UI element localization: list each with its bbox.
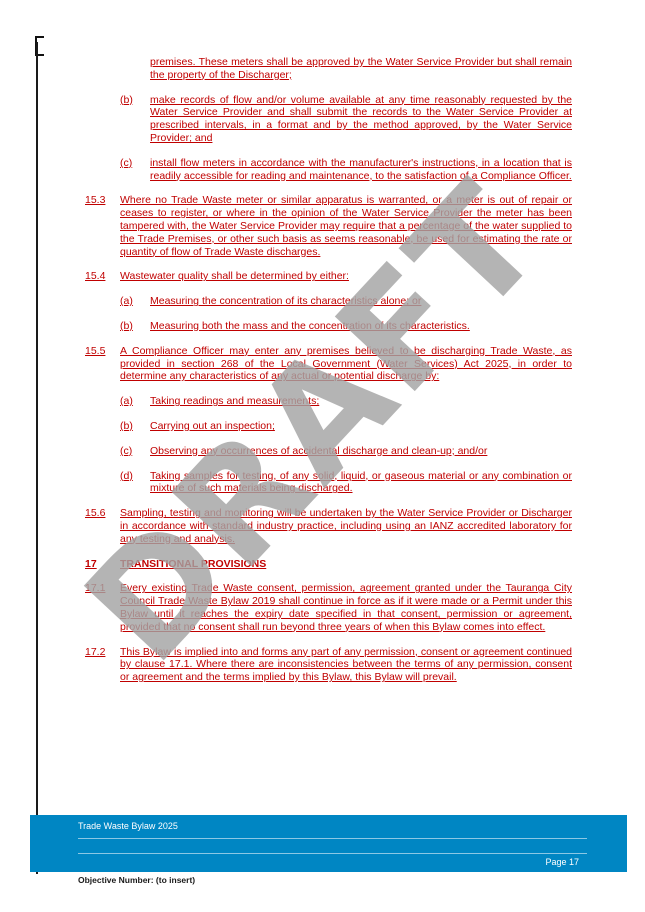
clause-text: Carrying out an inspection; <box>150 419 275 432</box>
clause-label: 15.6 <box>85 507 106 520</box>
clause-text: Every existing Trade Waste consent, perm… <box>120 582 572 633</box>
clause-row: (b) Carrying out an inspection; <box>120 420 572 433</box>
clause-row: (d) Taking samples for testing, of any so… <box>120 470 572 496</box>
clause-row: (c) Observing any occurrences of accident… <box>120 445 572 458</box>
clause-text: This Bylaw is implied into and forms any… <box>120 645 572 684</box>
clause-row: 17.2 This Bylaw is implied into and forms… <box>85 646 572 684</box>
clause-label: 17 <box>85 557 97 570</box>
clause-text: Taking samples for testing, of any solid… <box>150 469 572 495</box>
clause-row: premises. These meters shall be approved… <box>150 56 572 82</box>
clause-row: (a) Taking readings and measurements; <box>120 395 572 408</box>
clause-label: (c) <box>120 444 133 457</box>
footer-page-number: Page 17 <box>545 857 579 867</box>
clause-row: 17.1 Every existing Trade Waste consent, … <box>85 582 572 633</box>
clause-row: (c) install flow meters in accordance wit… <box>120 157 572 183</box>
clause-label: (b) <box>120 319 133 332</box>
clause-row: 17 TRANSITIONAL PROVISIONS <box>85 558 572 571</box>
clause-row: (b) make records of flow and/or volume av… <box>120 94 572 145</box>
clause-text: TRANSITIONAL PROVISIONS <box>120 557 267 570</box>
clause-text: Observing any occurrences of accidental … <box>150 444 488 457</box>
clause-text: Measuring the concentration of its chara… <box>150 295 422 308</box>
clause-text: Where no Trade Waste meter or similar ap… <box>120 194 572 258</box>
clause-text: install flow meters in accordance with t… <box>150 156 572 182</box>
footer-band: Trade Waste Bylaw 2025 Page 17 <box>30 815 627 872</box>
clause-row: (b) Measuring both the mass and the conce… <box>120 320 572 333</box>
clause-text: A Compliance Officer may enter any premi… <box>120 344 572 383</box>
objective-number-label: Objective Number: (to insert) <box>78 875 196 885</box>
clause-row: 15.3 Where no Trade Waste meter or simila… <box>85 194 572 258</box>
footer-divider-top <box>78 838 587 839</box>
tracked-changes-bar <box>36 42 38 874</box>
clause-row: 15.4 Wastewater quality shall be determin… <box>85 270 572 283</box>
clause-label: 17.2 <box>85 645 106 658</box>
clause-text: Taking readings and measurements; <box>150 395 320 408</box>
clause-text: Sampling, testing and monitoring will be… <box>120 507 572 545</box>
clause-label: (a) <box>120 395 133 408</box>
clause-row: 15.6 Sampling, testing and monitoring wil… <box>85 507 572 545</box>
clause-label: (d) <box>120 469 133 482</box>
clause-label: (b) <box>120 93 133 106</box>
clause-label: 15.3 <box>85 194 106 207</box>
footer-doc-title: Trade Waste Bylaw 2025 <box>78 821 178 831</box>
clauses: premises. These meters shall be approved… <box>85 56 572 684</box>
clause-text: Wastewater quality shall be determined b… <box>120 270 349 283</box>
footer-divider-bottom <box>78 853 587 854</box>
clause-label: 15.5 <box>85 344 106 357</box>
clause-text: premises. These meters shall be approved… <box>150 56 572 81</box>
clause-label: (b) <box>120 419 133 432</box>
clause-row: 15.5 A Compliance Officer may enter any p… <box>85 345 572 383</box>
clause-text: Measuring both the mass and the concentr… <box>150 319 470 332</box>
clause-label: (a) <box>120 295 133 308</box>
clause-label: 15.4 <box>85 270 106 283</box>
page-body: premises. These meters shall be approved… <box>85 56 572 696</box>
clause-label: (c) <box>120 156 133 169</box>
clause-label: 17.1 <box>85 582 106 595</box>
clause-text: make records of flow and/or volume avail… <box>150 93 572 144</box>
clause-row: (a) Measuring the concentration of its ch… <box>120 295 572 308</box>
